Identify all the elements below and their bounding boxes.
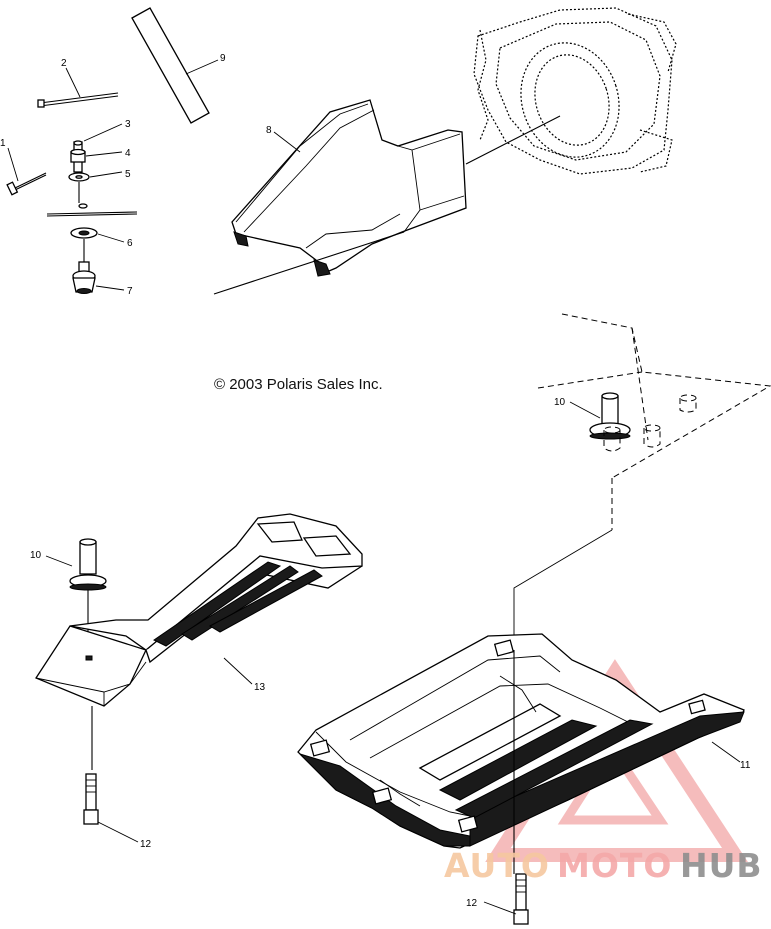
callout-11: 11 bbox=[740, 760, 751, 771]
callout-12-left: 12 bbox=[140, 839, 152, 850]
part-5-washer bbox=[68, 172, 90, 209]
callout-3: 3 bbox=[125, 119, 131, 130]
watermark-text: AUTO MOTO HUB bbox=[444, 846, 763, 885]
watermark-moto: MOTO bbox=[557, 846, 672, 885]
part-2-rod bbox=[37, 92, 119, 108]
callout-8: 8 bbox=[266, 125, 272, 136]
dashed-bosses bbox=[603, 394, 697, 452]
part-7-grommet bbox=[72, 261, 96, 294]
leader-lines bbox=[7, 59, 741, 915]
callout-13: 13 bbox=[254, 682, 266, 693]
part-11-skidplate bbox=[297, 633, 745, 874]
callout-9: 9 bbox=[220, 53, 226, 64]
callout-2: 2 bbox=[61, 58, 67, 69]
callout-4: 4 bbox=[125, 148, 131, 159]
part-6-washer bbox=[70, 227, 98, 262]
callout-1: 1 bbox=[0, 138, 6, 149]
part-1-pin bbox=[6, 172, 47, 196]
callout-6: 6 bbox=[127, 238, 133, 249]
copyright-text: © 2003 Polaris Sales Inc. bbox=[214, 376, 383, 393]
callout-5: 5 bbox=[125, 169, 131, 180]
callout-10-left: 10 bbox=[30, 550, 42, 561]
callout-7: 7 bbox=[127, 286, 133, 297]
mount-zone-dashed bbox=[513, 313, 771, 650]
engine-phantom bbox=[473, 7, 677, 175]
watermark-auto: AUTO bbox=[444, 846, 550, 885]
part-13-bracket bbox=[35, 513, 363, 770]
part-8-shroud bbox=[213, 99, 561, 295]
part-12-bolt-left bbox=[83, 773, 99, 825]
part-10-isolator-right bbox=[589, 392, 631, 440]
part-10-isolator-left bbox=[69, 538, 107, 660]
callout-10-right: 10 bbox=[554, 397, 566, 408]
part-12-bolt-bottom bbox=[513, 873, 529, 925]
part-4-spacer bbox=[70, 148, 86, 163]
callout-12-bottom: 12 bbox=[466, 898, 478, 909]
part-9-strip bbox=[131, 7, 210, 124]
watermark-hub: HUB bbox=[680, 846, 763, 885]
